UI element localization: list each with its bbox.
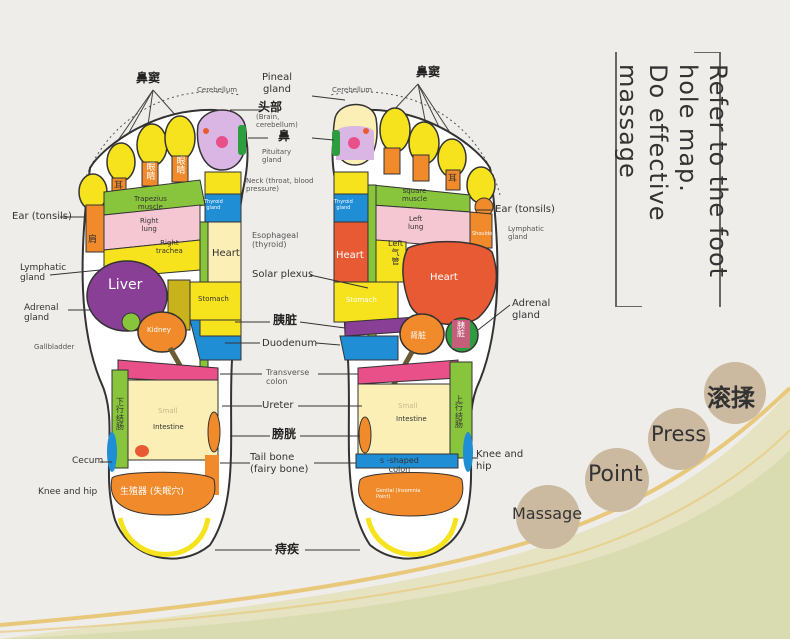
ear-inner-right: 耳 (448, 174, 458, 184)
eye-label-a: 眼睛 (146, 163, 156, 183)
point-circle (585, 448, 649, 512)
transverse-colon-label: Transverse colon (266, 368, 310, 387)
liver-inner: Liver (108, 277, 143, 293)
sinus-label-right: 鼻窦 (416, 65, 441, 79)
kidney-inner: Kidney (147, 326, 171, 334)
heart-inner-a: Heart (212, 248, 240, 259)
lymphatic-label-right: Lymphatic gland (508, 225, 544, 242)
solar-plexus-label: Solar plexus (252, 269, 314, 280)
bladder-label: 膀胱 (272, 427, 297, 441)
press-label: Press (651, 422, 707, 446)
small-inner-a: Small (158, 407, 178, 415)
right-trachea-inner: Right trachea (156, 239, 183, 255)
genital-inner-cn: 生殖器 (失眠穴) (120, 487, 184, 497)
massage-circle (516, 485, 580, 549)
shoulder-inner: 肩 (88, 235, 98, 245)
s-colon-inner: s -shaped colon (380, 456, 419, 474)
title-panel: Refer to the foot hole map. Do effective… (612, 52, 732, 307)
genital-inner-en: Genital (Insomnia Point) (376, 488, 421, 500)
intestine-inner-a: Intestine (153, 423, 184, 431)
eye-label-b: 眼睛 (176, 157, 186, 177)
title-line-2: hole map. (674, 64, 702, 193)
ear-inner-left: 耳 (114, 181, 124, 191)
heart-inner-c: Heart (430, 272, 458, 283)
knee-label-left: Knee and hip (38, 487, 98, 497)
massage-label: Massage (512, 504, 583, 523)
adrenal-label-left: Adrenal gland (24, 303, 59, 324)
pancreas-label: 胰脏 (273, 313, 298, 327)
press-circle (648, 408, 710, 470)
thyroid-inner-left: Thyroid gland (204, 199, 223, 211)
ureter-label: Ureter (262, 400, 294, 411)
title-line-1: Refer to the foot (704, 64, 732, 279)
esophageal-label: Esophageal (thyroid) (252, 231, 299, 250)
small-inner-b: Small (398, 402, 418, 410)
head-label: 头部 (258, 100, 283, 114)
ear-label-left: Ear (tonsils) (12, 211, 72, 222)
shoulder-inner-right: Shoulder (472, 231, 495, 237)
sinus-label-left: 鼻窦 (136, 71, 161, 85)
neck-label: Neck (throat, blood pressure) (246, 177, 314, 194)
left-trachea-inner: Left 气 管 (388, 239, 404, 266)
title-line-4: massage (614, 64, 642, 179)
square-muscle-inner: square muscle (402, 187, 428, 203)
title-line-3: Do effective (644, 64, 672, 222)
duodenum-label: Duodenum (262, 338, 318, 349)
lymphatic-label-left: Lymphatic gland (20, 263, 67, 284)
ear-label-right: Ear (tonsils) (495, 204, 555, 215)
cecum-label: Cecum (72, 456, 104, 466)
pituitary-label: Pituitary gland (262, 148, 292, 165)
thyroid-inner-right: Thyroid gland (334, 199, 353, 211)
descending-colon-inner: 下行结肠 (116, 397, 124, 432)
left-lung-inner: Left lung (408, 215, 424, 231)
right-lung-inner: Right lung (140, 217, 159, 233)
hemorrhoids-label: 痔疾 (275, 542, 300, 556)
heart-inner-b: Heart (336, 250, 364, 261)
pancreas-inner: 胰 脏 (457, 321, 465, 339)
adrenal-label-right: Adrenal gland (512, 298, 551, 321)
roll-label: 滚揉 (707, 384, 755, 412)
pineal-label: Pineal gland (262, 72, 292, 95)
intestine-inner-b: Intestine (396, 415, 427, 423)
kidney-inner-cn: 肾脏 (410, 331, 426, 340)
roll-circle (704, 362, 766, 424)
stomach-inner-b: Stomach (346, 296, 377, 304)
knee-label-right: Knee and hip (476, 449, 524, 472)
brain-label: (Brain, cerebellum) (256, 113, 298, 130)
cerebellum-label-left: Cerebellum (197, 86, 238, 94)
trapezius-inner: Trapezius muscle (134, 195, 167, 211)
cerebellum-label-right: Cerebellum (332, 86, 373, 94)
gallbladder-label: Gallbladder (34, 343, 75, 351)
point-label: Point (588, 462, 643, 487)
nose-label: 鼻 (278, 129, 291, 143)
ascending-colon-inner: 上行结肠 (455, 395, 463, 430)
stomach-inner-a: Stomach (198, 295, 229, 303)
tailbone-label: Tail bone (fairy bone) (250, 452, 309, 475)
